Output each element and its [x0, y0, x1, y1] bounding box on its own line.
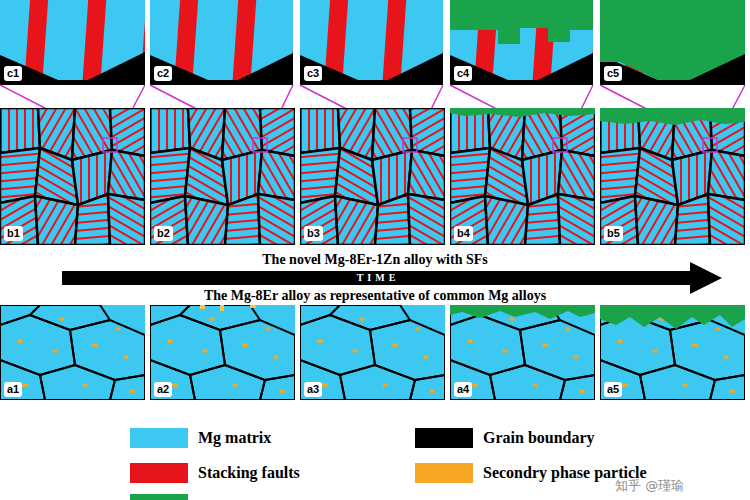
- panel-label: a3: [304, 382, 322, 397]
- panel-label: c2: [154, 66, 172, 81]
- panel-label: c5: [604, 66, 622, 81]
- panel-label: b4: [454, 226, 473, 241]
- panel-label: b1: [4, 226, 23, 241]
- legend-swatch: [415, 428, 473, 448]
- legend-swatch: [130, 463, 188, 483]
- panel-label: c1: [4, 66, 22, 81]
- legend-text: Stacking faults: [198, 463, 300, 483]
- legend-swatch: [415, 463, 473, 483]
- panel-label: b2: [154, 226, 173, 241]
- arrow-caption: The Mg-8Er alloy as representative of co…: [204, 288, 546, 304]
- panel-label: a4: [454, 382, 472, 397]
- panel-label: a5: [604, 382, 622, 397]
- panel-label: b5: [604, 226, 623, 241]
- legend-text: Grain boundary: [483, 428, 595, 448]
- panel-label: c3: [304, 66, 322, 81]
- legend-text: Secondry phase particle: [483, 463, 647, 483]
- panel-label: a1: [4, 382, 22, 397]
- arrow-label: TIME: [357, 272, 400, 284]
- panel-label: b3: [304, 226, 323, 241]
- legend-swatch: [130, 428, 188, 448]
- arrow-caption: The novel Mg-8Er-1Zn alloy with SFs: [262, 252, 487, 268]
- panel-label: c4: [454, 66, 472, 81]
- legend-text: Mg matrix: [198, 428, 271, 448]
- panel-label: a2: [154, 382, 172, 397]
